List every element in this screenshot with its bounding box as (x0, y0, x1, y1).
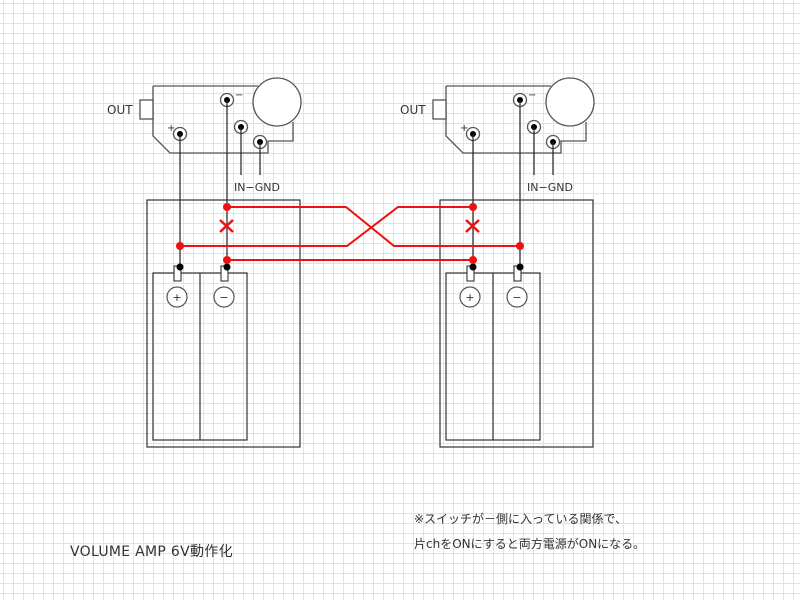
note-line-2: 片chをONにすると両方電源がONになる。 (414, 537, 646, 551)
battery-minus-symbol: − (213, 286, 235, 308)
red-junction-dot (176, 242, 184, 250)
svg-text:+: + (465, 291, 474, 304)
red-junction-dot (469, 203, 477, 211)
x-mark-icon (219, 219, 234, 233)
battery-minus-symbol: − (506, 286, 528, 308)
minus-terminal-label: − (528, 90, 536, 101)
amp-board-outline (152, 85, 294, 154)
modification-wiring (176, 203, 524, 264)
plus-terminal-label: + (167, 123, 175, 134)
x-mark-icon (465, 219, 480, 233)
volume-knob (545, 77, 595, 127)
red-junction-dot (469, 256, 477, 264)
plus-terminal-label: + (460, 123, 468, 134)
red-wire-left-plus-to-right-plus (180, 206, 473, 247)
out-label: OUT (107, 103, 133, 117)
out-label: OUT (400, 103, 426, 117)
battery-plus-symbol: + (166, 286, 188, 308)
svg-text:−: − (219, 291, 228, 304)
out-jack (432, 99, 447, 120)
junction-dot (469, 263, 477, 271)
red-junction-dot (223, 203, 231, 211)
out-jack (139, 99, 154, 120)
red-junction-dot (516, 242, 524, 250)
in-gnd-label: IN−GND (527, 181, 573, 194)
svg-text:+: + (172, 291, 181, 304)
amp-module-left: OUT + − IN−GND + − (107, 77, 302, 448)
note-line-1: ※スイッチが－側に入っている関係で、 (414, 512, 627, 526)
diagram-title: VOLUME AMP 6V動作化 (70, 544, 233, 560)
battery-case-outer (439, 199, 594, 448)
junction-dot (223, 263, 231, 271)
battery-plus-symbol: + (459, 286, 481, 308)
battery-case-outer (146, 199, 301, 448)
red-wire-left-minus-to-right-minus (227, 206, 520, 247)
junction-dot (176, 263, 184, 271)
amp-module-right: OUT + − IN−GND + − (400, 77, 595, 448)
svg-text:−: − (512, 291, 521, 304)
amp-board-outline (445, 85, 587, 154)
volume-knob (252, 77, 302, 127)
red-junction-dot (223, 256, 231, 264)
junction-dot (516, 263, 524, 271)
in-gnd-label: IN−GND (234, 181, 280, 194)
minus-terminal-label: − (235, 90, 243, 101)
